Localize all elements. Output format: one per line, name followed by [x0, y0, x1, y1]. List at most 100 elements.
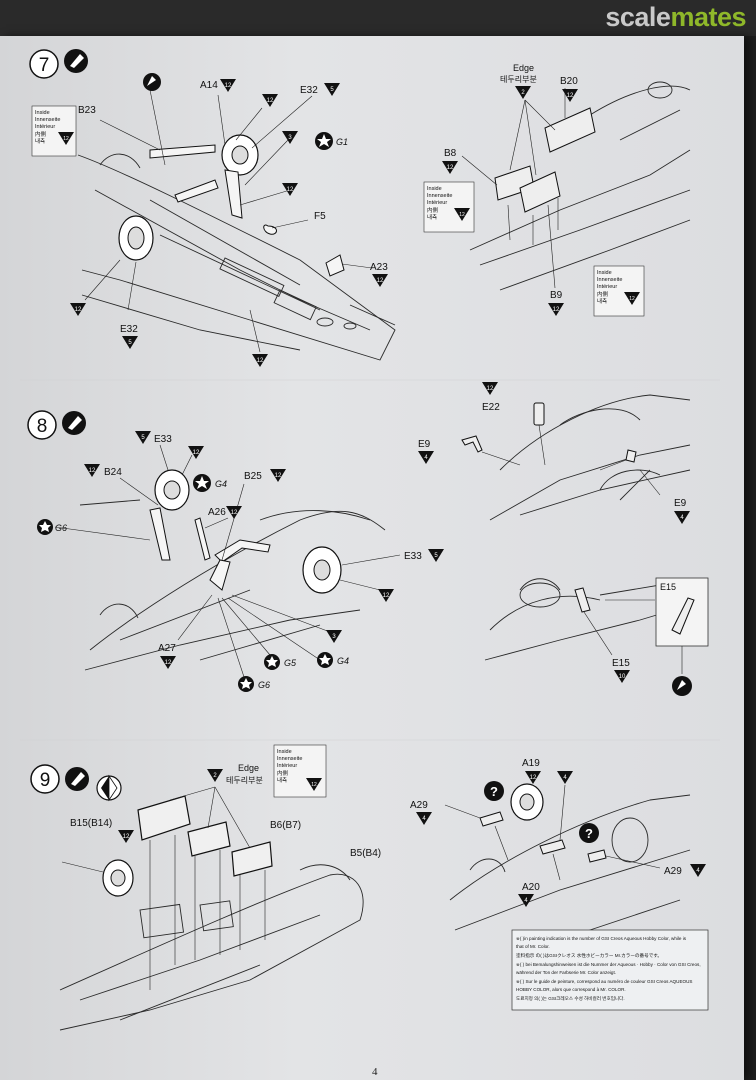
svg-text:Innenseite: Innenseite: [277, 756, 302, 762]
part-E22: [533, 402, 545, 426]
svg-text:Inside: Inside: [597, 270, 612, 276]
part-B15: [137, 795, 191, 841]
svg-text:5: 5: [128, 340, 132, 346]
svg-text:12: 12: [287, 187, 294, 193]
label-B20: B20: [560, 76, 578, 87]
label-B24: B24: [104, 467, 122, 478]
page-number: 4: [372, 1066, 378, 1078]
part-A29-right: [587, 849, 607, 863]
glue-icon: [64, 49, 88, 73]
inside-paint-box-step7: Inside Innenseite Intérieur 内側 내측 12: [31, 105, 77, 157]
svg-text:12: 12: [311, 782, 317, 788]
svg-text:5: 5: [141, 435, 145, 441]
svg-text:4: 4: [422, 816, 426, 822]
svg-text:12: 12: [193, 450, 200, 456]
cement-icon: [143, 73, 161, 91]
instruction-page: 7: [0, 36, 744, 1080]
svg-text:塗料指示 の( )はGSIクレオス 水性ホビーカラー Mr.: 塗料指示 の( )はGSIクレオス 水性ホビーカラー Mr.カラーの番号です。: [516, 952, 662, 959]
step-7-number-badge: 7: [29, 49, 59, 79]
svg-text:G1: G1: [336, 137, 348, 147]
svg-text:Inside: Inside: [277, 749, 292, 755]
part-E9-left: [461, 435, 483, 453]
label-A23: A23: [370, 262, 388, 273]
star-badge-G5: G5: [264, 654, 297, 670]
star-badge-G6-bottom: G6: [238, 676, 270, 692]
door-parts-step9: [137, 795, 273, 877]
svg-text:4: 4: [696, 868, 700, 874]
cement-icon-step8: [672, 676, 692, 696]
svg-text:12: 12: [231, 510, 238, 516]
top-bar: scalemates: [0, 0, 756, 36]
svg-text:?: ?: [490, 784, 498, 799]
svg-text:※( ) Sur le guide de peinture,: ※( ) Sur le guide de peinture, correspon…: [516, 979, 692, 984]
svg-text:10: 10: [619, 674, 626, 680]
label-B25: B25: [244, 471, 262, 482]
svg-text:5: 5: [434, 553, 438, 559]
svg-text:Innenseite: Innenseite: [427, 193, 452, 199]
svg-text:HOBBY COLOR, alors que corres: HOBBY COLOR, alors que correspond à Mr. …: [516, 987, 626, 992]
part-B6: [187, 821, 231, 857]
svg-text:Inside: Inside: [35, 110, 50, 116]
svg-text:12: 12: [487, 386, 494, 392]
svg-text:12: 12: [257, 358, 264, 364]
star-badge-G1: G1: [315, 132, 348, 150]
svg-text:8: 8: [37, 416, 48, 437]
label-B9: B9: [550, 290, 563, 301]
label-A19: A19: [522, 758, 540, 769]
svg-text:4: 4: [680, 515, 684, 521]
label-E33-right: E33: [404, 551, 422, 562]
svg-text:5: 5: [330, 87, 334, 93]
svg-text:내측: 내측: [277, 776, 287, 784]
svg-text:12: 12: [123, 834, 130, 840]
wheel-step8-right: [302, 546, 342, 594]
svg-text:12: 12: [567, 93, 574, 99]
svg-text:内側: 内側: [277, 769, 289, 777]
main-wheel-upper: [221, 134, 259, 176]
label-B5: B5(B4): [350, 848, 381, 859]
label-E22: E22: [482, 402, 500, 413]
label-E33-left: E33: [154, 434, 172, 445]
inside-paint-box-step7-right-a: Inside Innenseite Intérieur 内側 내측 12: [423, 181, 475, 233]
star-badge-G4-top: G4: [193, 474, 227, 492]
wheel-step9: [102, 859, 134, 897]
svg-text:E15: E15: [660, 582, 676, 592]
svg-text:12: 12: [275, 473, 282, 479]
paint-split-icon: [96, 774, 122, 802]
svg-text:12: 12: [530, 775, 537, 781]
instruction-diagrams: 7: [20, 49, 720, 1031]
svg-text:12: 12: [553, 307, 560, 313]
paint-note-box: ※( )in painting indication is the number…: [511, 929, 709, 1011]
question-icon-right: ?: [579, 823, 599, 843]
part-E15: [574, 587, 591, 613]
label-F5: F5: [314, 211, 326, 222]
svg-text:4: 4: [563, 775, 567, 781]
svg-text:도료지정 의( )는 GSI크레오스 수성 하비컬러 번호입: 도료지정 의( )는 GSI크레오스 수성 하비컬러 번호입니다.: [516, 995, 625, 1002]
label-E15: E15: [612, 658, 630, 669]
svg-text:2: 2: [213, 773, 217, 779]
E15-detail-box: E15: [655, 577, 709, 647]
svg-text:12: 12: [459, 212, 465, 218]
svg-text:Edge: Edge: [513, 63, 534, 73]
leader-lines-step7: [84, 79, 373, 353]
svg-text:G6: G6: [55, 523, 67, 533]
scalemates-watermark: scalemates: [605, 2, 746, 32]
svg-text:12: 12: [89, 468, 96, 474]
svg-text:G6: G6: [258, 680, 270, 690]
glue-icon-step9: [65, 767, 89, 791]
svg-text:Intérieur: Intérieur: [597, 284, 617, 290]
landing-gear-strut: [149, 144, 345, 277]
wing-gear-bay-diagram: [77, 153, 396, 361]
question-icon-left: ?: [484, 781, 504, 801]
label-A26: A26: [208, 507, 226, 518]
part-B20: [544, 107, 596, 153]
svg-text:that of Mr. Color.: that of Mr. Color.: [516, 944, 550, 949]
wheel-step8-left: [154, 469, 190, 511]
main-wheel-left: [118, 215, 154, 261]
label-A20: A20: [522, 882, 540, 893]
step-8: 8: [27, 410, 444, 692]
svg-text:Edge: Edge: [238, 763, 259, 773]
svg-text:Inside: Inside: [427, 186, 442, 192]
label-B8: B8: [444, 148, 457, 159]
struts-step8: [149, 507, 271, 591]
svg-text:12: 12: [63, 136, 69, 142]
